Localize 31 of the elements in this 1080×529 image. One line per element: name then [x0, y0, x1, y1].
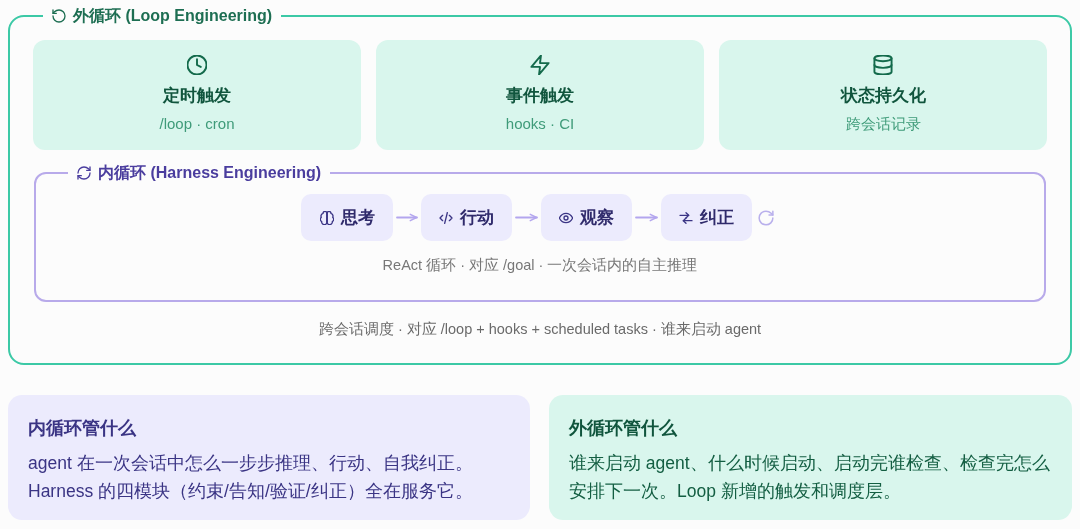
card-title: 内循环管什么: [28, 417, 137, 440]
card-text: agent 在一次会话中怎么一步步推理、行动、自我纠正。Harness 的四模块（约束/告知/验证/纠正）全在服务它。: [28, 452, 474, 503]
arrow: [396, 213, 418, 222]
step-label: 纠正: [700, 206, 734, 229]
step-box: [661, 194, 752, 241]
panel-caption: 跨会话调度 · 对应 /loop + hooks + scheduled tasks · 谁来启动 agent: [318, 321, 762, 337]
outer-loop-panel: [8, 5, 1072, 365]
card-title: 状态持久化: [840, 85, 926, 107]
step-box: [541, 194, 632, 241]
feature-card: [719, 40, 1047, 150]
arrow: [515, 213, 538, 222]
panel-title: 外循环 (Loop Engineering): [73, 6, 273, 26]
inner-loop-panel: [34, 162, 1046, 302]
info-card: [549, 395, 1072, 520]
card-title: 事件触发: [506, 85, 574, 107]
card-subtitle: /loop · cron: [159, 114, 235, 134]
panel-title: 内循环 (Harness Engineering): [98, 163, 322, 183]
step-box: [301, 194, 393, 241]
arrow: [635, 213, 658, 222]
card-title: 定时触发: [163, 85, 231, 107]
step-label: 行动: [460, 206, 494, 229]
card-subtitle: 跨会话记录: [845, 114, 921, 134]
step-label: 观察: [580, 206, 614, 229]
feature-card: [33, 40, 361, 150]
card-text: 谁来启动 agent、什么时候启动、启动完谁检查、检查完怎么安排下一次。Loop 新增的触发和调度层。: [569, 452, 1051, 503]
card-subtitle: hooks · CI: [505, 114, 575, 134]
feature-card: [376, 40, 704, 150]
step-label: 思考: [340, 206, 375, 229]
step-box: [421, 194, 512, 241]
panel-caption: ReAct 循环 · 对应 /goal · 一次会话内的自主推理: [382, 257, 698, 273]
card-title: 外循环管什么: [569, 417, 678, 440]
